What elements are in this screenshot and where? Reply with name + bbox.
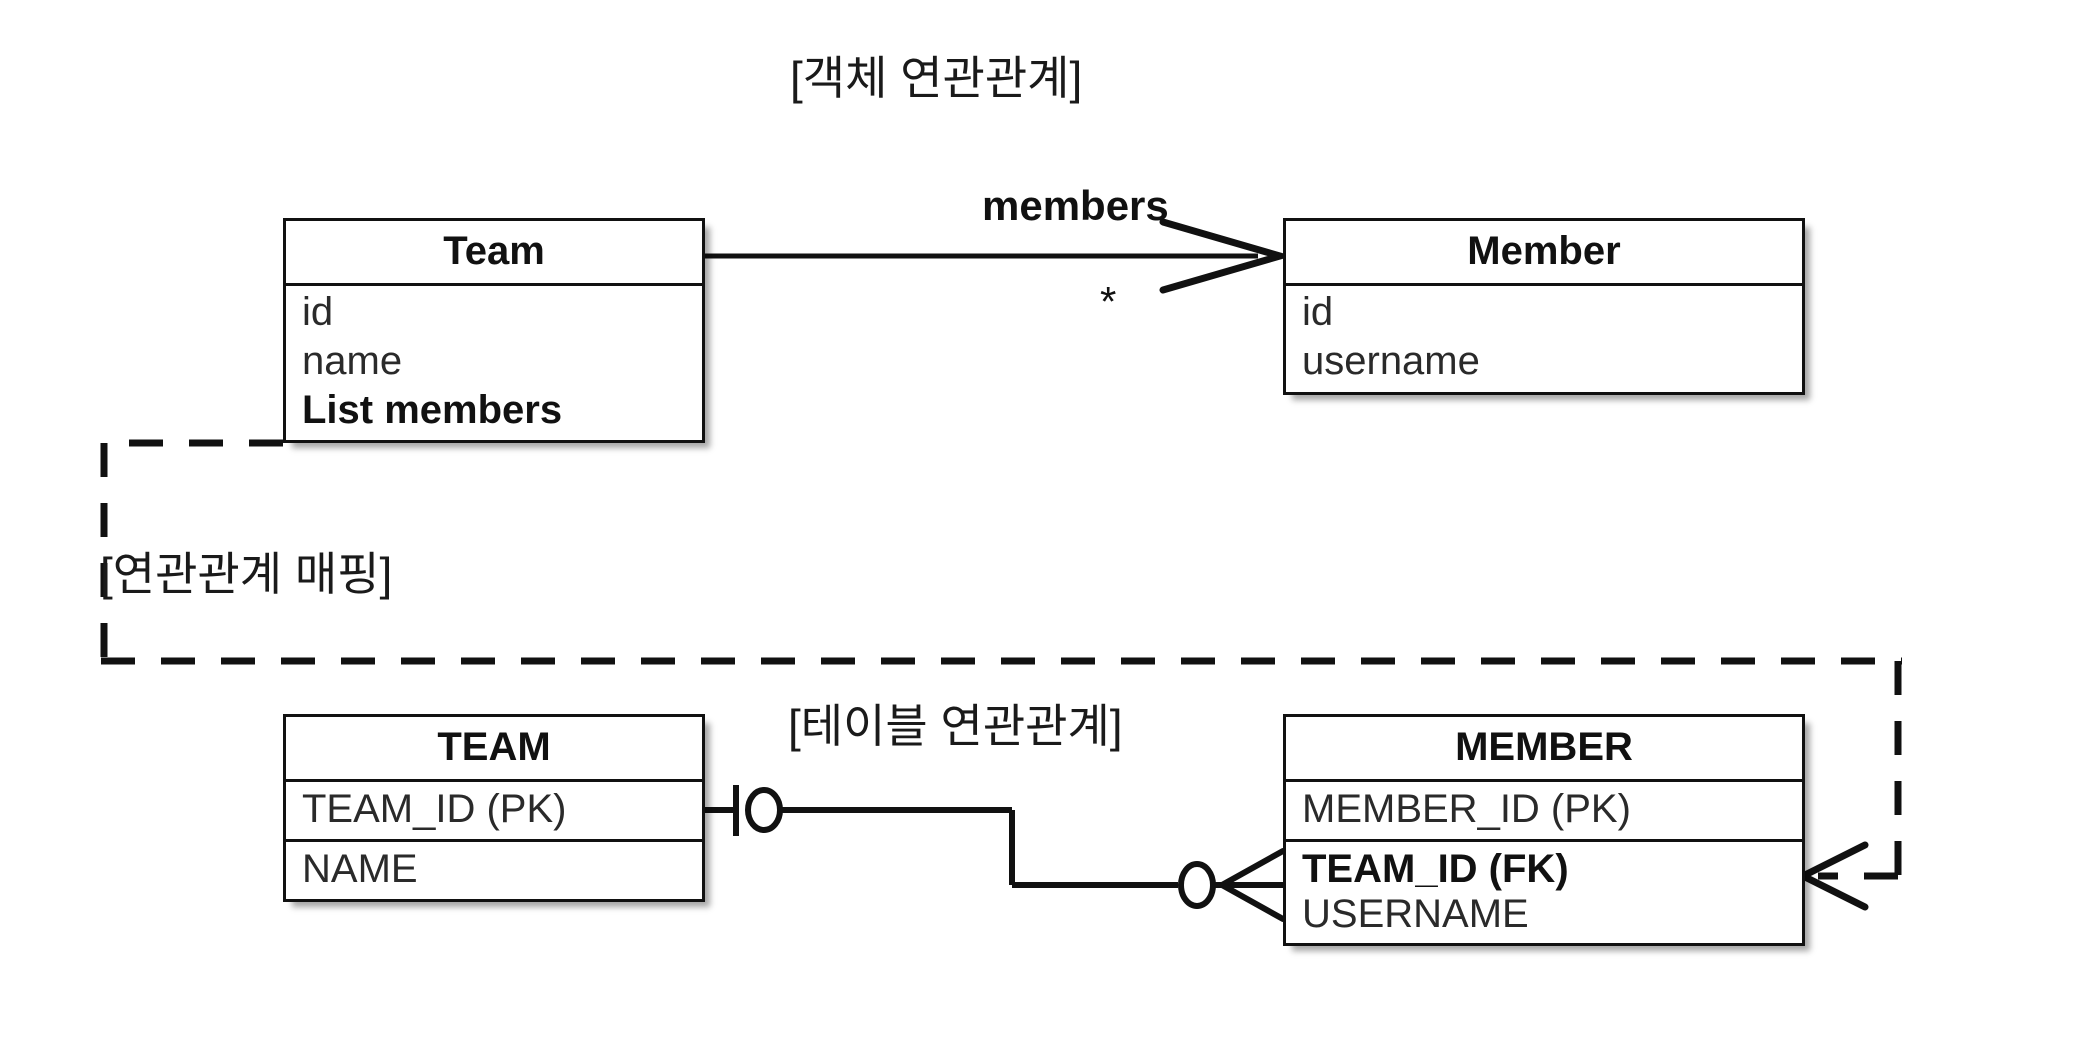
table-box-team[interactable]: TEAM TEAM_ID (PK) NAME (283, 714, 705, 902)
erd-optional-circle-member-icon (1178, 861, 1216, 909)
class-attribute: name (302, 338, 403, 383)
section-title-association-mapping: [연관관계 매핑] (100, 548, 393, 600)
mapping-dashed-connector (100, 439, 1902, 880)
class-attributes-member: id username (1286, 286, 1802, 392)
class-box-member[interactable]: Member id username (1283, 218, 1805, 395)
association-arrowhead (1159, 218, 1293, 294)
table-box-member[interactable]: MEMBER MEMBER_ID (PK) TEAM_ID (FK) USERN… (1283, 714, 1805, 947)
class-attributes-team: id name List members (286, 286, 702, 440)
section-title-table-association: [테이블 연관관계] (788, 700, 1123, 752)
class-box-team[interactable]: Team id name List members (283, 218, 705, 444)
table-columns-team: TEAM_ID (PK) NAME (286, 782, 702, 899)
table-column-team-id-pk: TEAM_ID (PK) (286, 782, 702, 842)
association-team-member (705, 218, 1293, 294)
table-name-member: MEMBER (1286, 717, 1802, 782)
table-columns-member: MEMBER_ID (PK) TEAM_ID (FK) USERNAME (1286, 782, 1802, 943)
class-attribute: id (302, 290, 334, 334)
erd-crows-foot-icon (1219, 848, 1286, 922)
table-column-name: NAME (302, 846, 418, 891)
table-column-username: USERNAME (1302, 891, 1529, 936)
section-title-object-association: [객체 연관관계] (790, 52, 1083, 104)
erd-optional-circle-team-icon (745, 787, 783, 833)
table-column-member-id-pk: MEMBER_ID (PK) (1286, 782, 1802, 842)
class-attribute: id (1302, 290, 1334, 334)
table-column-team-id-fk: TEAM_ID (FK) (1302, 846, 1569, 891)
class-attribute: username (1302, 338, 1480, 383)
erd-relationship-team-member (705, 785, 1286, 922)
class-name-member: Member (1286, 221, 1802, 286)
class-attribute-list-members: List members (302, 387, 563, 432)
table-name-team: TEAM (286, 717, 702, 782)
class-name-team: Team (286, 221, 702, 286)
association-label-members: members (982, 182, 1169, 229)
association-multiplicity-label: * (1100, 278, 1117, 325)
